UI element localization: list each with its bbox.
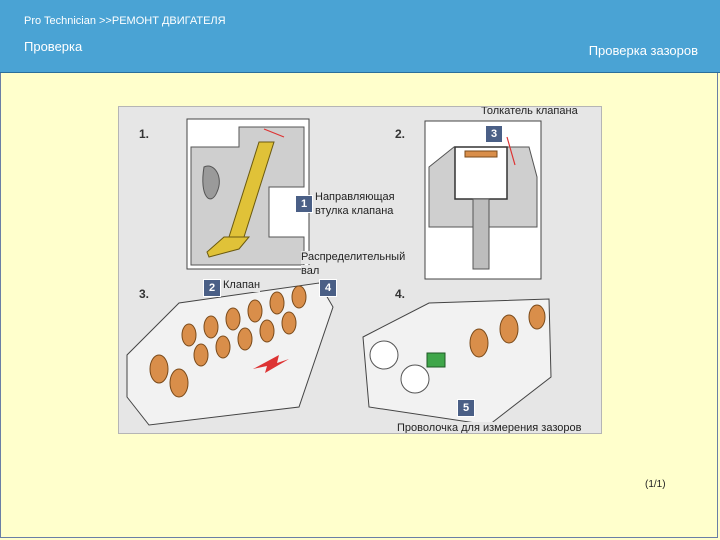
label-guide-2: втулка клапана	[315, 205, 394, 218]
illustration-panel: 1. 2. 3. 4. 1 2 3 4 5 Толкатель клапана …	[118, 106, 602, 434]
step-2: 2.	[395, 127, 406, 141]
badge-2: 2	[203, 279, 221, 297]
illustration-drawing	[126, 118, 552, 426]
step-3: 3.	[139, 287, 150, 301]
page-title: Проверка зазоров	[588, 43, 698, 58]
header-bar: Pro Technician >>РЕМОНТ ДВИГАТЕЛЯ Провер…	[0, 0, 720, 73]
badge-1: 1	[295, 195, 313, 213]
plastigage-head	[362, 298, 552, 426]
label-tappet: Толкатель клапана	[481, 106, 578, 118]
breadcrumb[interactable]: Pro Technician >>РЕМОНТ ДВИГАТЕЛЯ	[24, 15, 226, 27]
badge-3: 3	[485, 125, 503, 143]
camshaft-head	[126, 282, 334, 426]
label-guide-1: Направляющая	[315, 191, 395, 204]
badge-5: 5	[457, 399, 475, 417]
section-title: Проверка	[24, 39, 83, 54]
step-1: 1.	[139, 127, 150, 141]
tappet-cutaway	[424, 120, 542, 280]
step-4: 4.	[395, 287, 406, 301]
label-camshaft-1: Распределительный	[301, 251, 406, 264]
valve-cutaway	[186, 118, 310, 270]
badge-4: 4	[319, 279, 337, 297]
page-counter: (1/1)	[645, 479, 666, 490]
label-camshaft-2: вал	[301, 265, 320, 278]
label-wire: Проволочка для измерения зазоров	[397, 422, 582, 434]
label-valve: Клапан	[223, 279, 261, 292]
